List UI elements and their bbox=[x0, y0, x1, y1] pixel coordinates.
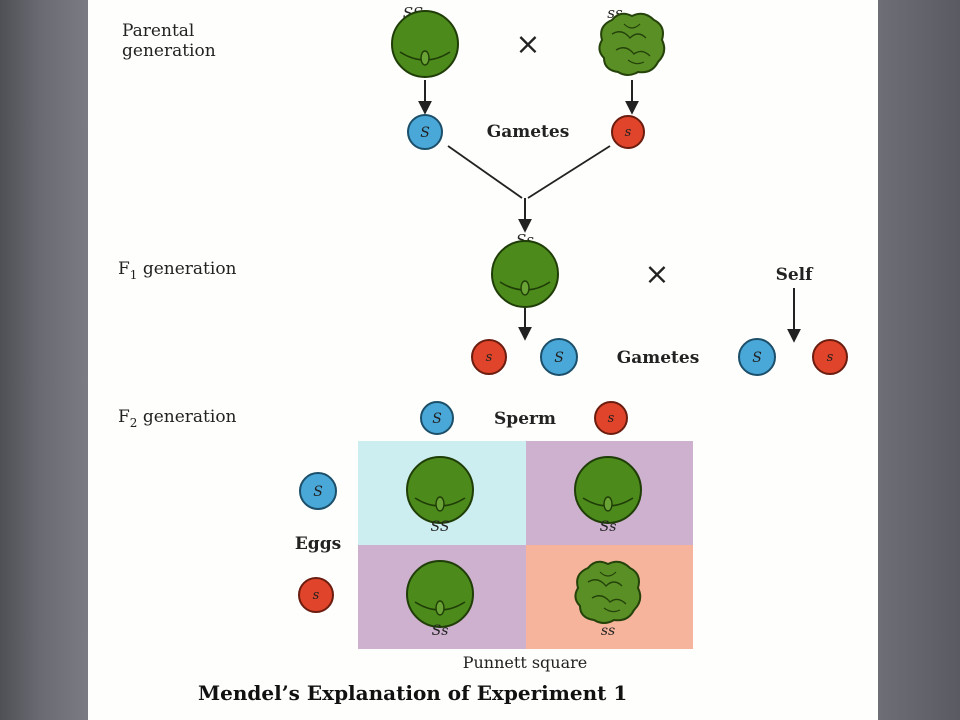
svg-text:S: S bbox=[420, 125, 430, 141]
sperm-label: Sperm bbox=[494, 409, 556, 429]
punnett-smooth-seed-icon bbox=[574, 456, 642, 524]
egg-recessive: s bbox=[298, 577, 334, 613]
punnett-square-label: Punnett square bbox=[463, 653, 588, 672]
mendel-diagram: Parental generation F1 generation F2 gen… bbox=[118, 4, 848, 705]
sperm-recessive: s bbox=[594, 401, 628, 435]
svg-text:S: S bbox=[554, 350, 564, 366]
f1-generation-label-suffix: generation bbox=[137, 259, 236, 279]
f1-generation-label-sub: 1 bbox=[130, 268, 138, 282]
wrinkled-seed-icon bbox=[598, 12, 666, 76]
punnett-smooth-seed-icon bbox=[406, 560, 474, 628]
self-label: Self bbox=[776, 265, 815, 285]
svg-text:s: s bbox=[486, 350, 493, 365]
figure-caption: Mendel’s Explanation of Experiment 1 bbox=[198, 681, 627, 705]
f1-generation-label-prefix: F bbox=[118, 259, 130, 279]
parent-cross-symbol: × bbox=[515, 27, 540, 62]
svg-text:s: s bbox=[625, 125, 632, 140]
svg-text:S: S bbox=[313, 484, 323, 500]
punnett-cell-4-genotype: ss bbox=[601, 623, 615, 639]
punnett-square: SS Ss Ss ss bbox=[358, 441, 693, 649]
punnett-cell-2-genotype: Ss bbox=[600, 519, 617, 535]
egg-dominant: S bbox=[299, 472, 337, 510]
punnett-cell-1-genotype: SS bbox=[431, 519, 450, 535]
gamete-dominant-f1: S bbox=[540, 338, 578, 376]
gametes-label-middle: Gametes bbox=[617, 348, 700, 368]
f2-generation-label-sub: 2 bbox=[130, 416, 138, 430]
f2-generation-label-suffix: generation bbox=[137, 407, 236, 427]
parental-generation-label-line1: Parental bbox=[122, 21, 194, 41]
gamete-dominant-self: S bbox=[738, 338, 776, 376]
f1-generation-label: F1 generation bbox=[118, 259, 237, 282]
f1-seed-icon bbox=[491, 240, 559, 308]
f2-generation-label-prefix: F bbox=[118, 407, 130, 427]
gamete-dominant-top: S bbox=[407, 114, 443, 150]
svg-text:s: s bbox=[608, 411, 615, 426]
smooth-seed-icon bbox=[391, 10, 459, 78]
eggs-label: Eggs bbox=[295, 534, 341, 554]
parental-generation-label-line2: generation bbox=[122, 41, 216, 61]
punnett-smooth-seed-icon bbox=[406, 456, 474, 524]
punnett-wrinkled-seed-icon bbox=[574, 560, 642, 624]
gamete-recessive-top: s bbox=[611, 115, 645, 149]
f1-cross-symbol: × bbox=[644, 257, 669, 292]
converge-line-left bbox=[447, 145, 523, 199]
converge-line-right bbox=[527, 145, 611, 199]
gamete-recessive-self: s bbox=[812, 339, 848, 375]
svg-text:s: s bbox=[313, 588, 320, 603]
punnett-cell-3-genotype: Ss bbox=[432, 623, 449, 639]
svg-text:S: S bbox=[432, 411, 442, 427]
svg-text:S: S bbox=[752, 350, 762, 366]
svg-text:s: s bbox=[827, 350, 834, 365]
sperm-dominant: S bbox=[420, 401, 454, 435]
diagram-page: Parental generation F1 generation F2 gen… bbox=[88, 0, 878, 720]
gamete-recessive-f1: s bbox=[471, 339, 507, 375]
slide-frame-right bbox=[878, 0, 960, 720]
gametes-label-top: Gametes bbox=[487, 122, 570, 142]
f2-generation-label: F2 generation bbox=[118, 407, 237, 430]
